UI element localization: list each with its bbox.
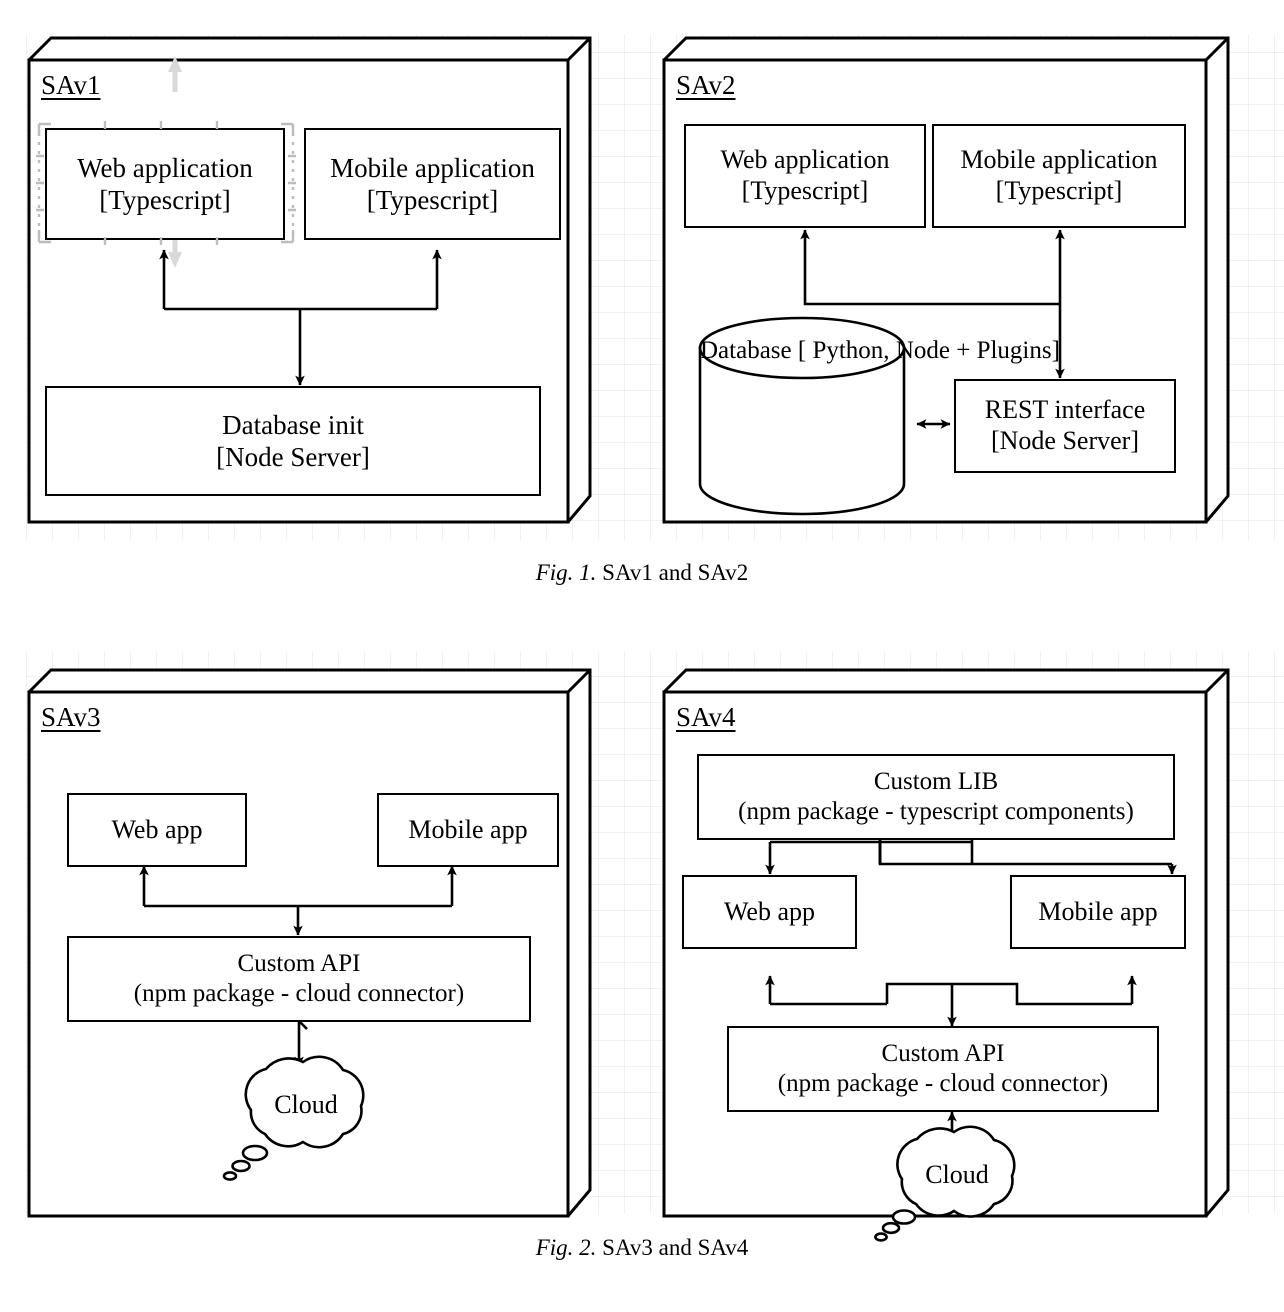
panel-sav3-connectors xyxy=(139,865,457,1067)
node-label-line1: Mobile application xyxy=(960,145,1158,175)
figure-1-caption-prefix: Fig. 1. xyxy=(535,560,597,585)
node-sav1-web-application[interactable]: Web application [Typescript] xyxy=(45,128,285,240)
node-sav4-web-app[interactable]: Web app xyxy=(682,875,857,949)
node-label-line2: [Typescript] xyxy=(741,176,869,205)
figure-2-caption: Fig. 2. SAv3 and SAv4 xyxy=(0,1235,1284,1261)
node-sav2-web-application[interactable]: Web application [Typescript] xyxy=(684,124,926,228)
node-sav3-cloud[interactable] xyxy=(27,666,592,1218)
node-label-line1: REST interface xyxy=(984,395,1146,425)
node-label-line2: (npm package - cloud connector) xyxy=(133,980,465,1007)
panel-sav1-title: SAv1 xyxy=(41,70,101,100)
node-label-line2: [Node Server] xyxy=(216,442,370,472)
paper-mask-left-1 xyxy=(0,34,26,542)
figure-1-caption-text: SAv1 and SAv2 xyxy=(602,560,749,585)
node-label-line2: (npm package - cloud connector) xyxy=(777,1070,1109,1097)
node-label: Mobile app xyxy=(408,814,528,844)
node-sav2-rest-interface[interactable]: REST interface [Node Server] xyxy=(954,379,1176,473)
paper-mask-bottom xyxy=(0,1214,1284,1312)
node-label-line1: Web application xyxy=(720,145,890,175)
node-label-line2: [Typescript] xyxy=(99,185,231,215)
panel-sav4-title: SAv4 xyxy=(676,702,736,732)
node-sav1-database-init[interactable]: Database init [Node Server] xyxy=(45,386,541,496)
node-label-line1: Web application xyxy=(77,152,253,183)
panel-sav3-title: SAv3 xyxy=(41,702,101,732)
figure-2-caption-prefix: Fig. 2. xyxy=(535,1235,597,1260)
panel-sav3[interactable]: SAv3 Web app Mobile app xyxy=(27,666,592,1218)
node-sav4-cloud[interactable] xyxy=(662,666,1230,1242)
node-label-line1: Custom API xyxy=(237,950,361,977)
node-label-line2: [Typescript] xyxy=(995,176,1123,205)
node-label: Web app xyxy=(111,814,203,844)
node-sav4-custom-lib[interactable]: Custom LIB (npm package - typescript com… xyxy=(697,754,1175,840)
panel-sav1-connectors xyxy=(159,249,442,386)
node-sav4-mobile-app[interactable]: Mobile app xyxy=(1010,875,1186,949)
panel-sav4[interactable]: SAv4 xyxy=(662,666,1230,1242)
node-sav1-mobile-application[interactable]: Mobile application [Typescript] xyxy=(304,128,561,240)
node-label-line2: [Typescript] xyxy=(366,185,499,215)
node-label: Web app xyxy=(723,896,816,926)
node-sav2-mobile-application[interactable]: Mobile application [Typescript] xyxy=(932,124,1186,228)
node-label-line1: Database init xyxy=(222,409,364,440)
node-label-line2: (npm package - typescript components) xyxy=(738,798,1134,825)
figure-2-caption-text: SAv3 and SAv4 xyxy=(602,1235,749,1260)
node-label: Mobile app xyxy=(1038,896,1158,926)
paper-mask-left-2 xyxy=(0,652,26,1216)
node-label-line2: [Node Server] xyxy=(991,426,1139,455)
panel-sav2[interactable]: SAv2 Web application [Typescrip xyxy=(662,34,1230,524)
figure-1-caption: Fig. 1. SAv1 and SAv2 xyxy=(0,560,1284,586)
panel-sav2-title: SAv2 xyxy=(676,70,736,100)
node-sav2-database-cylinder[interactable] xyxy=(662,34,1230,524)
node-label-line1: Mobile application xyxy=(330,152,535,183)
node-sav3-mobile-app[interactable]: Mobile app xyxy=(377,793,559,867)
node-label-line1: Custom API xyxy=(881,1040,1005,1067)
node-sav3-web-app[interactable]: Web app xyxy=(67,793,247,867)
figure-1: SAv1 xyxy=(0,0,1284,600)
node-sav4-custom-api[interactable]: Custom API (npm package - cloud connecto… xyxy=(727,1026,1159,1112)
paper-mask-mid xyxy=(0,540,1284,652)
panel-sav1[interactable]: SAv1 xyxy=(27,34,592,524)
node-sav3-custom-api[interactable]: Custom API (npm package - cloud connecto… xyxy=(67,936,531,1022)
paper-mask-top xyxy=(0,0,1284,34)
panel-sav2-connectors xyxy=(800,229,1065,429)
figure-2: SAv3 Web app Mobile app xyxy=(0,650,1284,1290)
node-label-line1: Custom LIB xyxy=(873,768,999,795)
